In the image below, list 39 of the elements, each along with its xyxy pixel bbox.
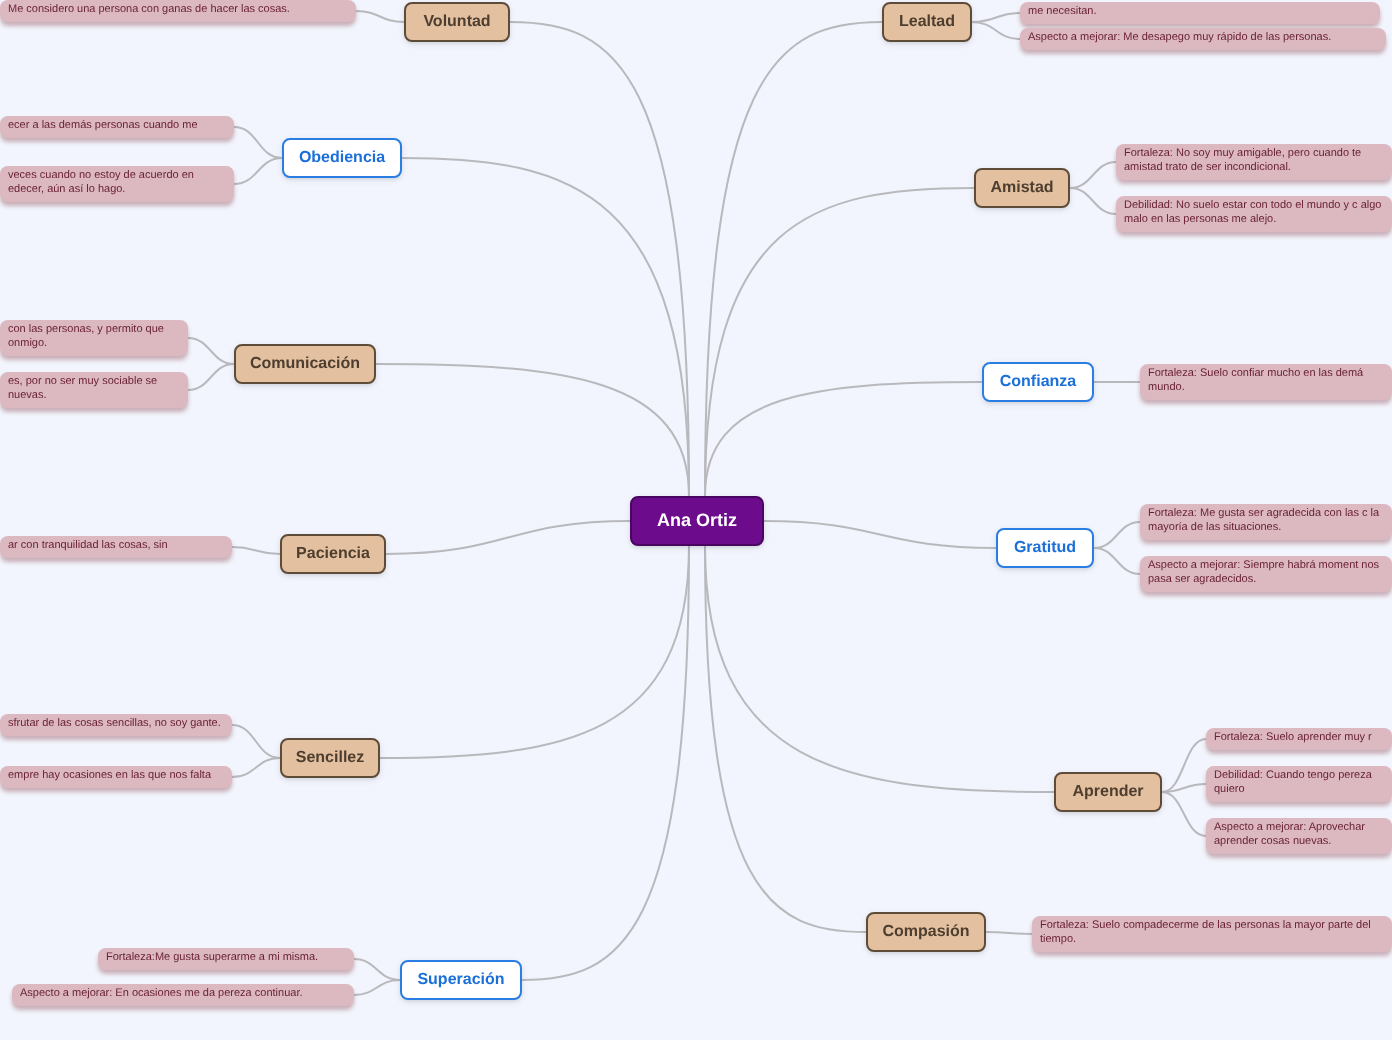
connector-line <box>187 337 235 365</box>
topic-box: Lealtad <box>882 2 972 42</box>
topic-box: Gratitud <box>996 528 1094 568</box>
connector-line <box>763 520 997 549</box>
central-topic-box: Ana Ortiz <box>630 496 764 546</box>
connector-line <box>1093 381 1141 383</box>
connector-line <box>971 21 1021 40</box>
connector-line <box>231 546 281 555</box>
connector-line <box>187 363 235 391</box>
topic-box: Aprender <box>1054 772 1162 812</box>
connector-line <box>385 520 631 555</box>
connector-line <box>1069 187 1117 215</box>
connector-line <box>375 363 690 497</box>
topic-box: Obediencia <box>282 138 402 178</box>
connector-line <box>353 958 401 981</box>
topic-box: Confianza <box>982 362 1094 402</box>
connector-line <box>353 979 401 996</box>
connector-line <box>704 381 983 497</box>
connector-line <box>521 545 690 981</box>
topic-box: Paciencia <box>280 534 386 574</box>
connector-line <box>1093 547 1141 575</box>
connector-line <box>985 931 1033 935</box>
connector-line <box>233 126 283 159</box>
connector-line <box>233 157 283 185</box>
topic-box: Voluntad <box>404 2 510 42</box>
topic-box: Amistad <box>974 168 1070 208</box>
connector-line <box>1069 161 1117 189</box>
topic-box: Superación <box>400 960 522 1000</box>
connector-line <box>1161 783 1207 793</box>
topic-box: Compasión <box>866 912 986 952</box>
connector-line <box>1161 791 1207 837</box>
topic-box: Sencillez <box>280 738 380 778</box>
connector-line <box>1093 521 1141 549</box>
connector-line <box>355 10 405 23</box>
connector-line <box>1161 738 1207 793</box>
connector-line <box>231 724 281 759</box>
topic-box: Comunicación <box>234 344 376 384</box>
connector-line <box>231 757 281 778</box>
connector-line <box>704 545 867 933</box>
